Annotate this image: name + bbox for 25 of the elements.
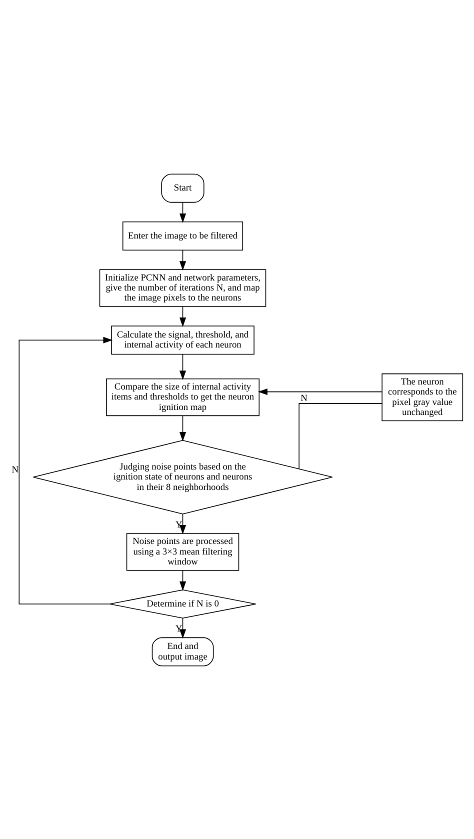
edge-label: Y xyxy=(175,624,182,634)
connector xyxy=(298,402,382,469)
edge-label: Y xyxy=(175,520,182,530)
arrow xyxy=(179,249,186,270)
edge-label: N xyxy=(12,464,19,475)
node-box: The neuron corresponds to the pixel gray value unchanged xyxy=(382,372,464,421)
node-diamond: Judging noise points based on the ignition state of neurons and neurons in their 8 neighborhoods xyxy=(32,439,333,514)
arrow xyxy=(179,414,186,441)
node-diamond: Determine if N is 0 xyxy=(109,589,256,618)
arrow xyxy=(18,336,113,604)
arrow xyxy=(179,353,186,380)
arrow xyxy=(179,513,186,534)
node-box: Initialize PCNN and network parameters, give the number of iterations N, and map the image pixels to the neurons xyxy=(99,268,266,306)
node-box: End and output image xyxy=(152,636,214,666)
node-box: Enter the image to be filtered xyxy=(122,221,244,250)
node-box: Calculate the signal, threshold, and internal activity of each neuron xyxy=(111,325,254,354)
edge-label: N xyxy=(300,393,308,404)
node-box: Noise points are processed using a 3×3 mean filtering window xyxy=(126,532,240,570)
arrow xyxy=(179,202,186,222)
arrow xyxy=(258,388,382,395)
node-box: Compare the size of internal activity items and thresholds to get the neuron ignition map xyxy=(106,378,260,416)
arrow xyxy=(179,570,186,590)
arrow xyxy=(179,306,186,326)
arrow xyxy=(179,617,186,638)
node-box: Start xyxy=(161,173,204,202)
